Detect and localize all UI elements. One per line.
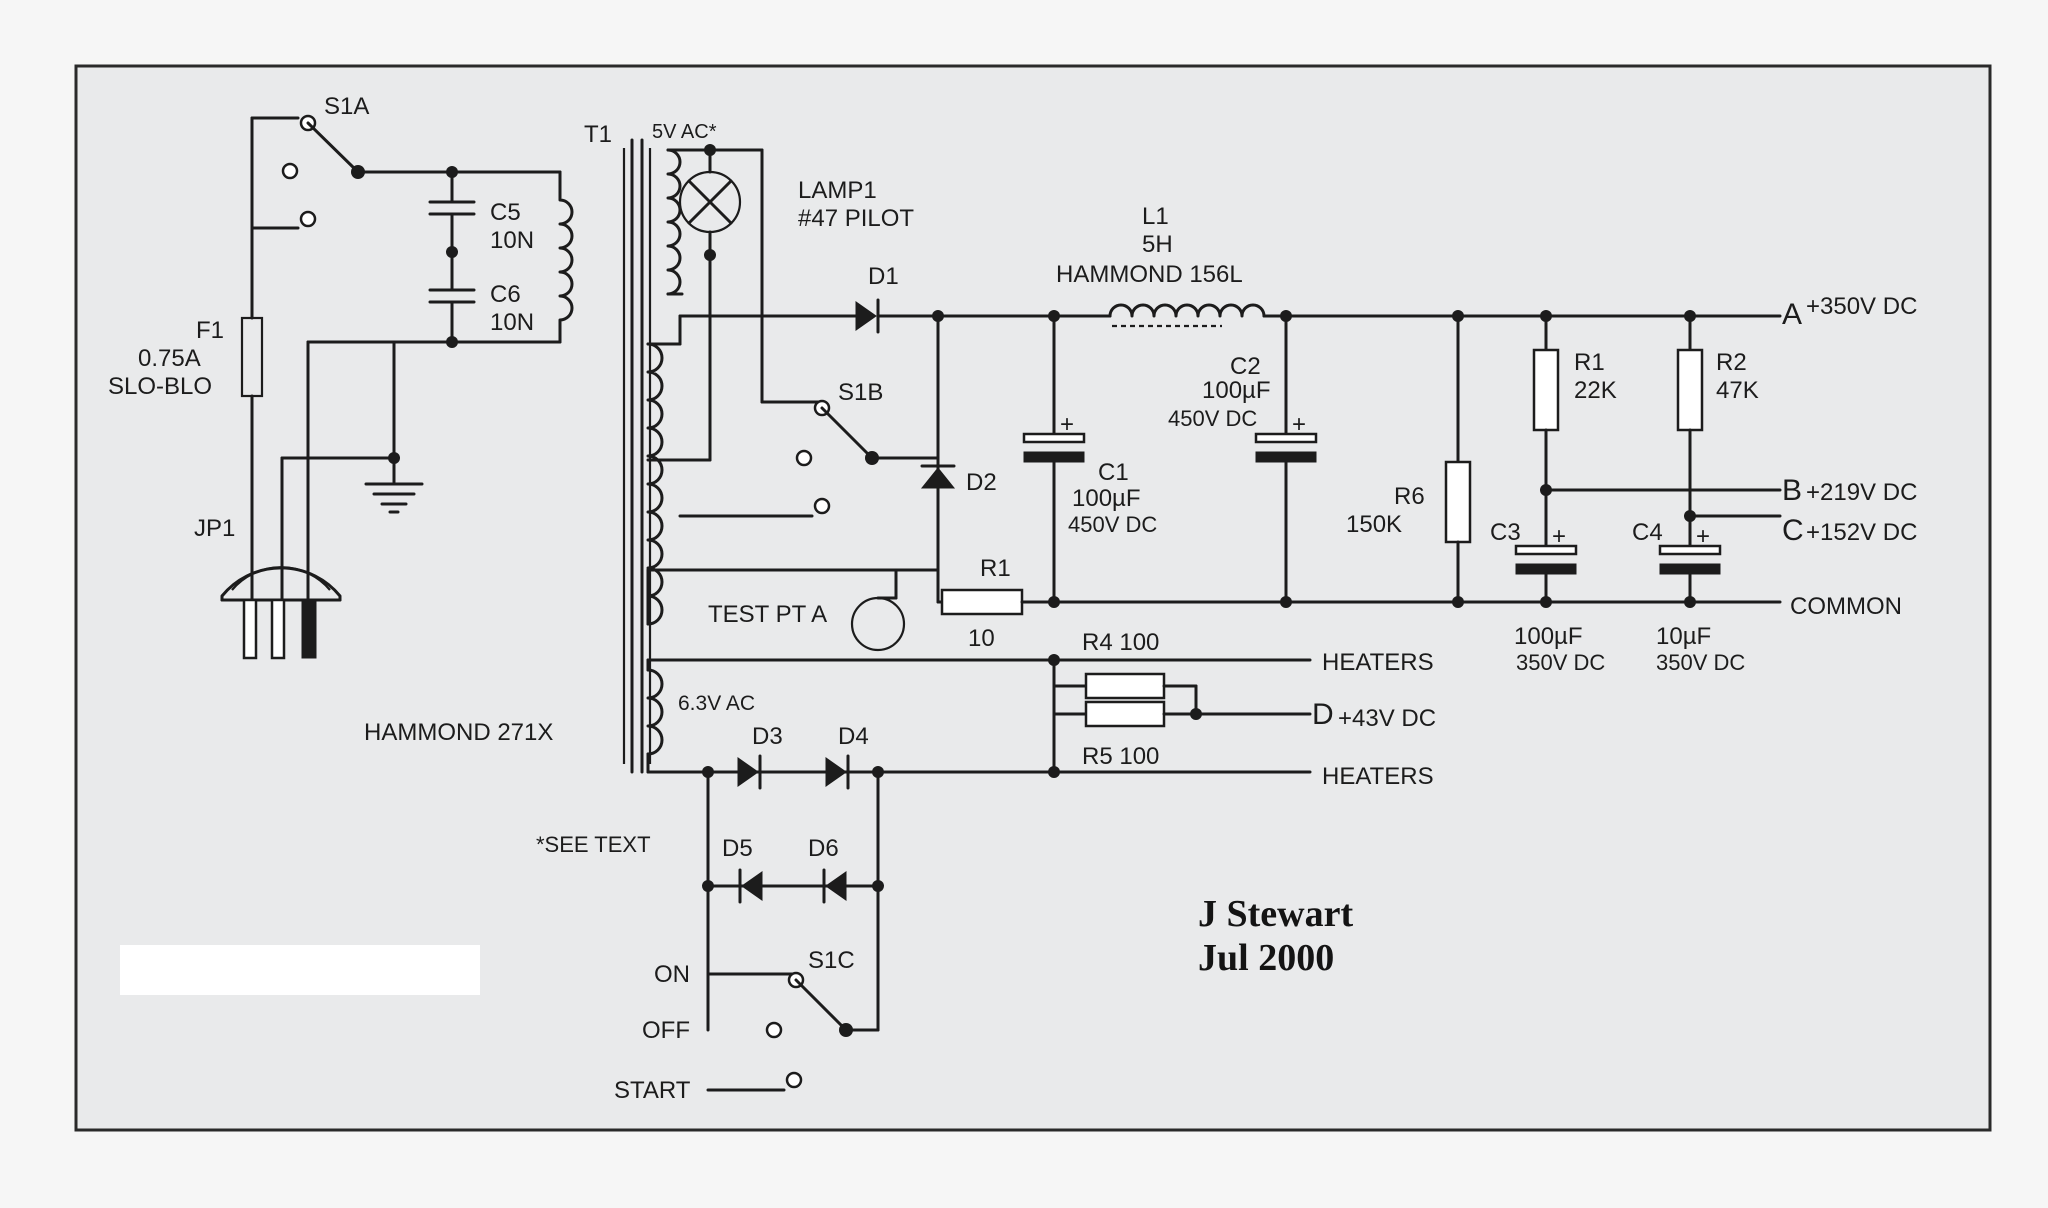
see-text-label: *SEE TEXT: [536, 832, 651, 857]
switch-start-label: START: [614, 1077, 691, 1104]
switch-on-label: ON: [654, 961, 690, 988]
output-a-voltage: +350V DC: [1806, 293, 1917, 320]
r2-value-label: 47K: [1716, 377, 1759, 404]
c2-voltage-label: 450V DC: [1168, 406, 1257, 431]
c4-value-label: 10µF: [1656, 623, 1711, 650]
d6-label: D6: [808, 835, 839, 862]
lamp-type-label: #47 PILOT: [798, 205, 914, 232]
c2-value-label: 100µF: [1202, 377, 1271, 404]
t1-part-label: HAMMOND 271X: [364, 719, 553, 746]
d3-label: D3: [752, 723, 783, 750]
r4-label: R4 100: [1082, 629, 1159, 656]
mains-section: [220, 114, 562, 660]
heaters-top-label: HEATERS: [1322, 649, 1434, 676]
signature-date: Jul 2000: [1198, 937, 1334, 979]
heater-section: [702, 654, 1312, 1092]
signature-name: J Stewart: [1198, 893, 1353, 935]
output-d-voltage: +43V DC: [1338, 705, 1436, 732]
l1-value-label: 5H: [1142, 231, 1173, 258]
r5-label: R5 100: [1082, 743, 1159, 770]
labels: S1A T1 5V AC* LAMP1 #47 PILOT C5 10N C6 …: [108, 93, 1917, 1104]
output-d-letter: D: [1312, 698, 1334, 731]
r-test-value-label: 10: [968, 625, 995, 652]
c4-voltage-label: 350V DC: [1656, 650, 1745, 675]
svg-text:+: +: [1292, 411, 1306, 438]
lamp-label: LAMP1: [798, 177, 877, 204]
svg-text:+: +: [1696, 523, 1710, 550]
common-label: COMMON: [1790, 593, 1902, 620]
c3-label: C3: [1490, 519, 1521, 546]
r6-value-label: 150K: [1346, 511, 1402, 538]
test-point-label: TEST PT A: [708, 601, 827, 628]
f1-label: F1: [196, 317, 224, 344]
output-a-letter: A: [1782, 298, 1802, 331]
output-b-voltage: +219V DC: [1806, 479, 1917, 506]
r-test-label: R1: [980, 555, 1011, 582]
c5-label: C5: [490, 199, 521, 226]
l1-label: L1: [1142, 203, 1169, 230]
svg-text:+: +: [1060, 411, 1074, 438]
c6-value-label: 10N: [490, 309, 534, 336]
output-c-voltage: +152V DC: [1806, 519, 1917, 546]
output-b-letter: B: [1782, 474, 1802, 507]
jp1-label: JP1: [194, 515, 235, 542]
t1-label: T1: [584, 121, 612, 148]
d5-label: D5: [722, 835, 753, 862]
d2-label: D2: [966, 469, 997, 496]
rectifier-section: [678, 298, 1056, 572]
c3-voltage-label: 350V DC: [1516, 650, 1605, 675]
t1-5v-label: 5V AC*: [652, 121, 717, 143]
c6-label: C6: [490, 281, 521, 308]
f1-type-label: SLO-BLO: [108, 373, 212, 400]
t1-6v3-label: 6.3V AC: [678, 692, 755, 715]
r2-label: R2: [1716, 349, 1747, 376]
c1-label: C1: [1098, 459, 1129, 486]
c3-value-label: 100µF: [1514, 623, 1583, 650]
c1-voltage-label: 450V DC: [1068, 512, 1157, 537]
redaction-box: [120, 945, 480, 995]
r1-label: R1: [1574, 349, 1605, 376]
c4-label: C4: [1632, 519, 1663, 546]
output-c-letter: C: [1782, 514, 1804, 547]
d4-label: D4: [838, 723, 869, 750]
heaters-bottom-label: HEATERS: [1322, 763, 1434, 790]
l1-part-label: HAMMOND 156L: [1056, 261, 1243, 288]
r6-label: R6: [1394, 483, 1425, 510]
s1c-label: S1C: [808, 947, 855, 974]
c5-value-label: 10N: [490, 227, 534, 254]
svg-text:+: +: [1552, 523, 1566, 550]
switch-off-label: OFF: [642, 1017, 690, 1044]
f1-rating-label: 0.75A: [138, 345, 201, 372]
r1-value-label: 22K: [1574, 377, 1617, 404]
s1b-label: S1B: [838, 379, 883, 406]
s1a-label: S1A: [324, 93, 369, 120]
filter-section: + + + +: [850, 303, 1782, 652]
c2-label: C2: [1230, 353, 1261, 380]
d1-label: D1: [868, 263, 899, 290]
pilot-lamp: [678, 144, 824, 404]
c1-value-label: 100µF: [1072, 485, 1141, 512]
